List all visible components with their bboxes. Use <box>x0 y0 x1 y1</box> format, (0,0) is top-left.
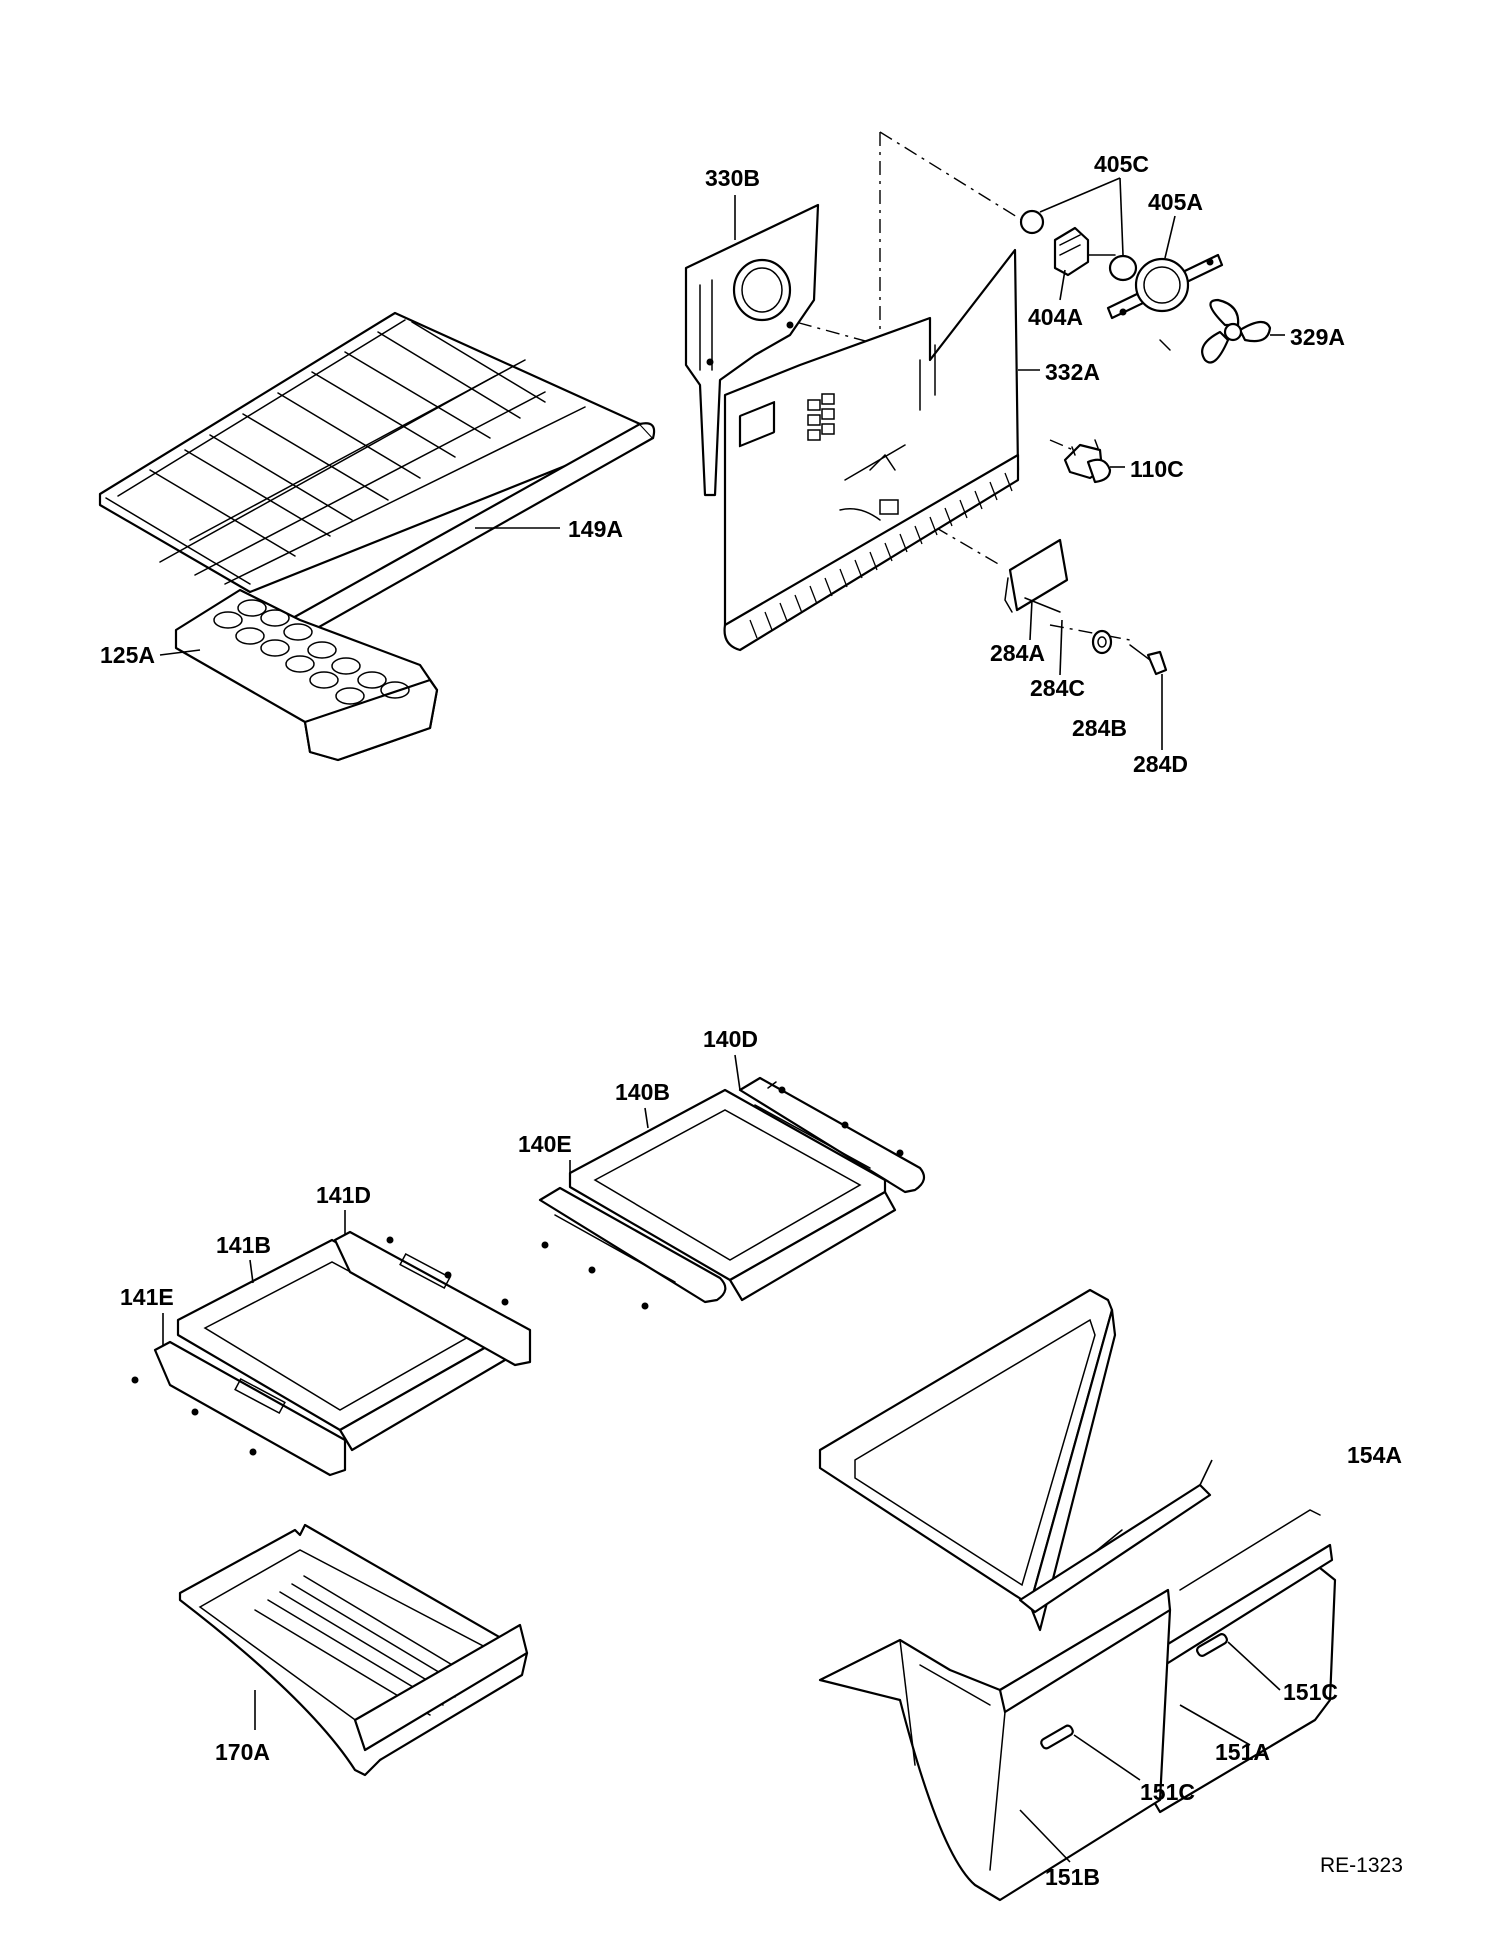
cover-shelf-154a <box>818 1288 1212 1632</box>
fan-blade-329a <box>1201 298 1272 364</box>
label-110c: 110C <box>1110 456 1184 482</box>
drawer-151a <box>1148 1509 1337 1814</box>
bracket-405a <box>1106 253 1224 351</box>
labels-fan-assembly: 405C 405A 404A 329A <box>1028 151 1345 350</box>
label-405a-text: 405A <box>1148 189 1203 215</box>
label-332a-text: 332A <box>1045 359 1100 385</box>
label-284a-text: 284A <box>990 640 1045 666</box>
diagram-reference-code: RE-1323 <box>1320 1854 1403 1877</box>
label-284d-text: 284D <box>1133 751 1188 777</box>
label-151b-text: 151B <box>1045 1864 1100 1890</box>
fan-motor-404a <box>1053 226 1116 277</box>
freezer-basket-170a <box>178 1523 529 1777</box>
label-141e-text: 141E <box>120 1284 174 1310</box>
side-rail-141d <box>333 1230 532 1367</box>
label-149a-text: 149A <box>568 516 623 542</box>
ice-tray-125a <box>174 588 439 762</box>
label-151c-left-text: 151C <box>1140 1779 1195 1805</box>
label-284c-text: 284C <box>1030 675 1085 701</box>
label-151c-right-text: 151C <box>1283 1679 1338 1705</box>
grommet-405c-bottom <box>1108 254 1138 282</box>
label-154a: 154A <box>1199 1442 1402 1486</box>
label-332a: 332A <box>1018 359 1100 385</box>
label-170a: 170A <box>215 1690 270 1765</box>
drawer-151b <box>818 1588 1172 1902</box>
label-405c-text: 405C <box>1094 151 1149 177</box>
label-110c-text: 110C <box>1130 456 1184 482</box>
evaporator-cover-332a <box>723 248 1020 652</box>
shelf-140b <box>568 1088 897 1302</box>
label-404a-text: 404A <box>1028 304 1083 330</box>
label-329a-text: 329A <box>1290 324 1345 350</box>
label-151a-text: 151A <box>1215 1739 1270 1765</box>
shelf-141b <box>176 1238 507 1452</box>
label-154a-text: 154A <box>1347 1442 1402 1468</box>
label-149a: 149A <box>475 516 623 542</box>
labels-284: 284A 284C 284B 284D <box>990 599 1188 777</box>
duct-cover-330b <box>684 203 820 497</box>
grommet-405c-top <box>1019 209 1045 235</box>
label-125a: 125A <box>100 642 201 668</box>
label-170a-text: 170A <box>215 1739 270 1765</box>
labels-141: 141D 141B 141E <box>120 1182 371 1345</box>
label-125a-text: 125A <box>100 642 155 668</box>
clip-110c <box>1063 439 1112 484</box>
side-rail-141e <box>131 1340 347 1477</box>
labels-140: 140D 140B 140E <box>518 1026 758 1173</box>
side-rail-140e <box>538 1186 727 1310</box>
label-284b-text: 284B <box>1072 715 1127 741</box>
side-rail-140d <box>738 1076 926 1194</box>
wire-shelf-149a <box>98 311 656 642</box>
label-140e-text: 140E <box>518 1131 572 1157</box>
label-330b: 330B <box>705 165 760 240</box>
label-140b-text: 140B <box>615 1079 670 1105</box>
labels-151: 151C 151A 151C 151B <box>1019 1641 1338 1890</box>
screw-284d <box>1129 644 1168 676</box>
label-330b-text: 330B <box>705 165 760 191</box>
knob-284b <box>1091 629 1113 655</box>
label-140d-text: 140D <box>703 1026 758 1052</box>
sensor-plate-284a <box>1004 538 1069 613</box>
label-141b-text: 141B <box>216 1232 271 1258</box>
label-141d-text: 141D <box>316 1182 371 1208</box>
